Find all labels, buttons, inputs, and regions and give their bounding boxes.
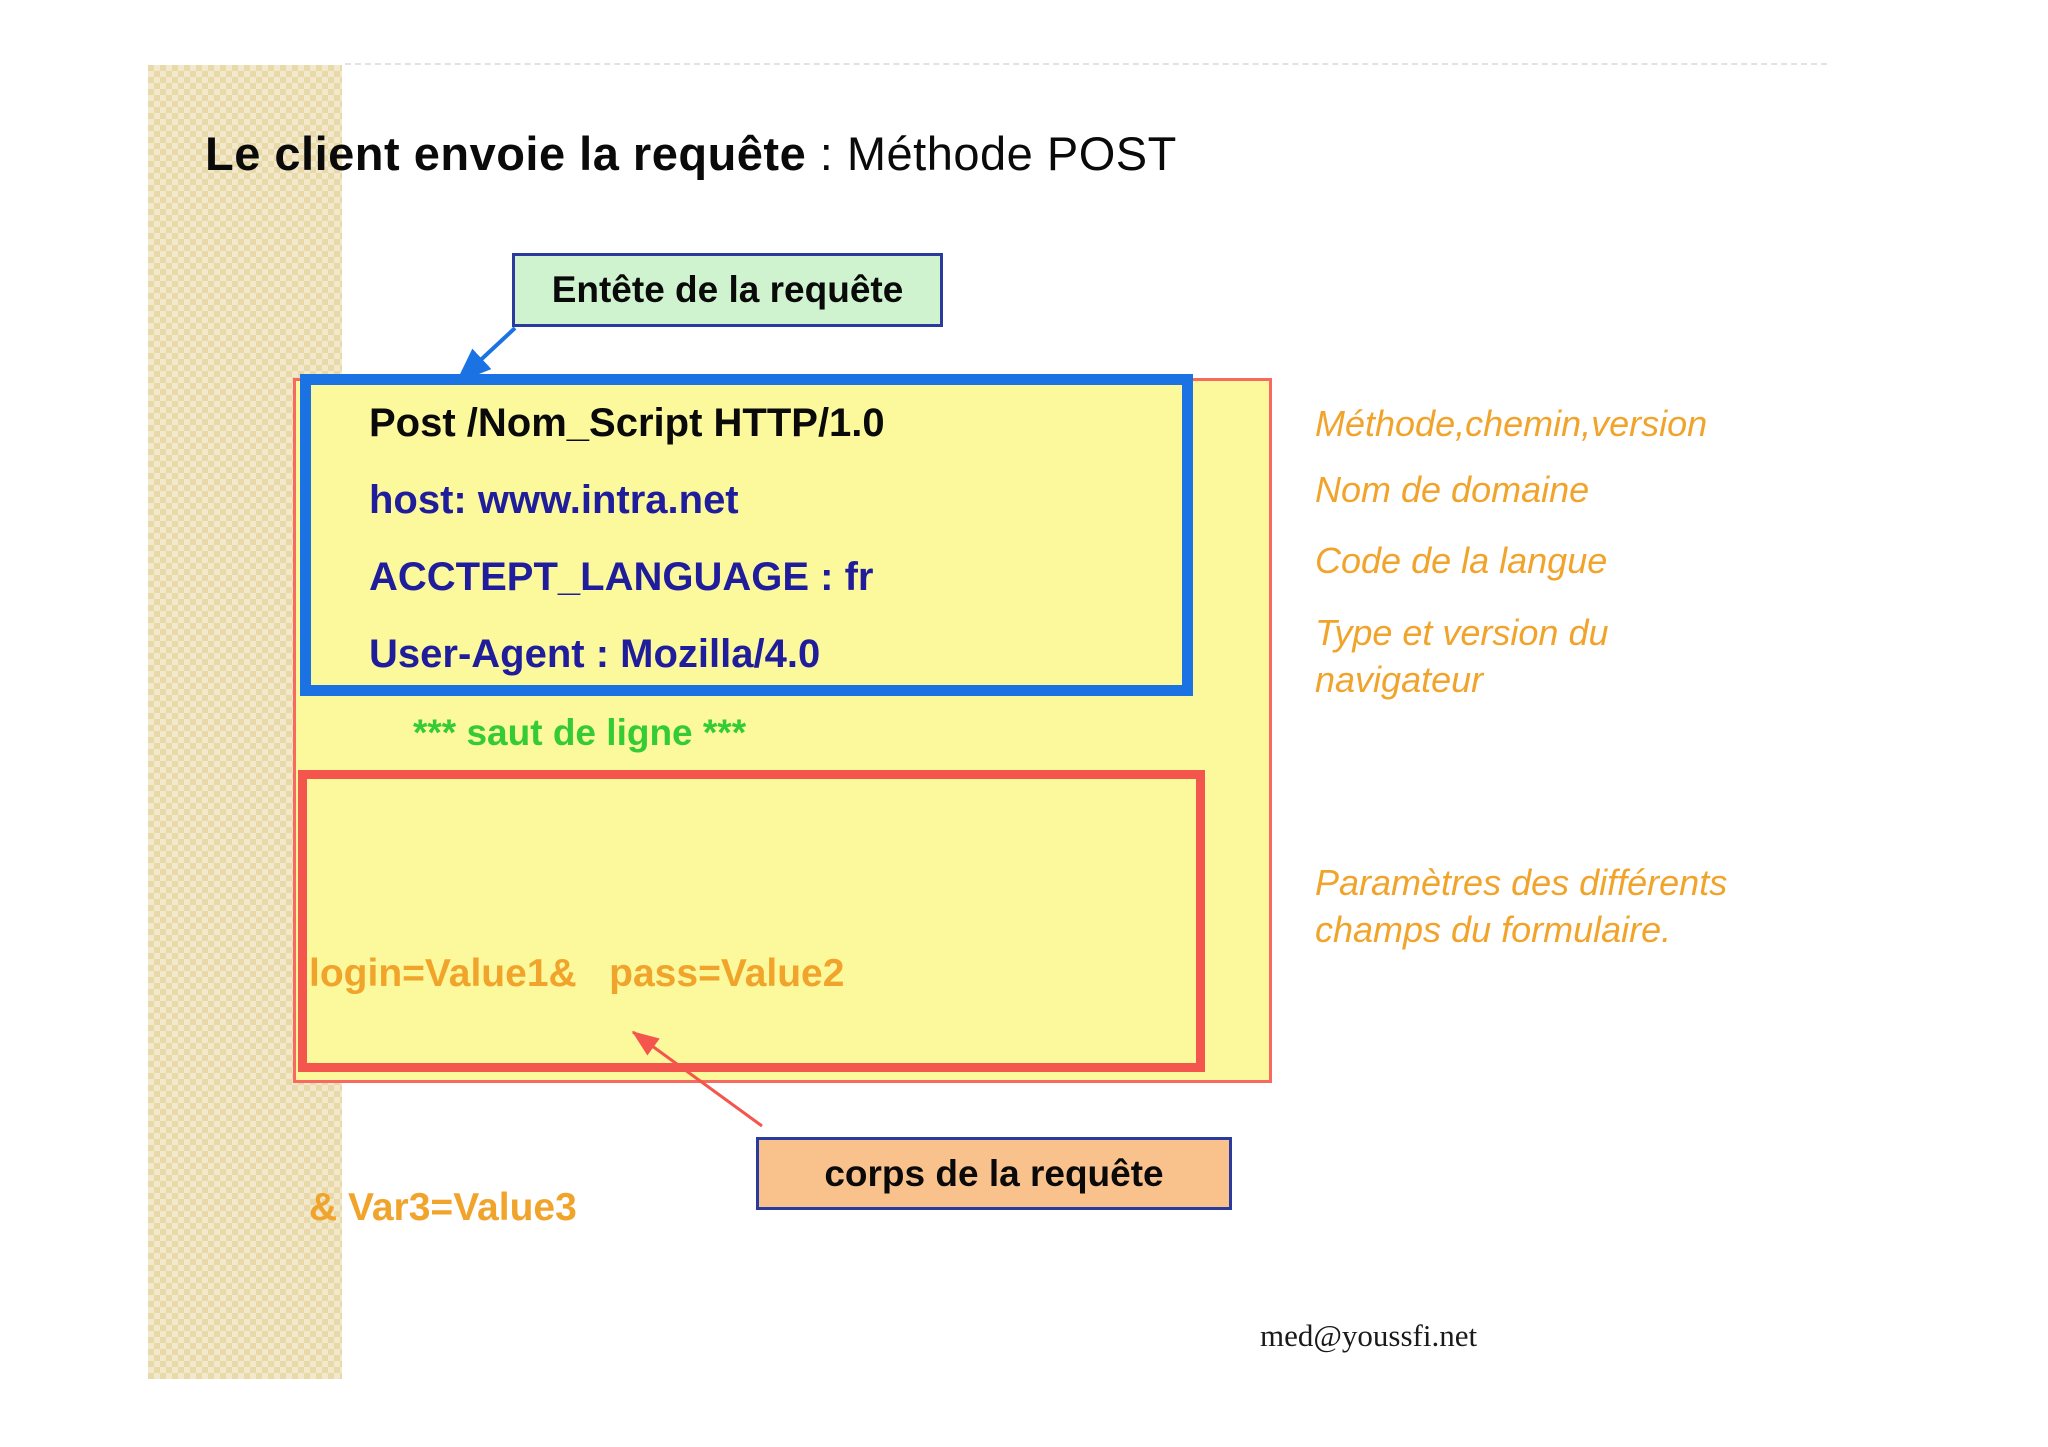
annotation-domain-name: Nom de domaine [1315,469,1590,510]
annotation-method-path-version: Méthode,chemin,version [1315,403,1708,444]
slide-title-suffix: : Méthode POST [806,127,1177,180]
body-params-line: login=Value1& pass=Value2 [309,952,845,995]
request-header-box: Post /Nom_Script HTTP/1.0 host: www.intr… [300,374,1193,696]
annotation-language-code: Code de la langue [1315,540,1608,581]
request-line: Post /Nom_Script HTTP/1.0 [369,401,885,445]
author-email: med@youssfi.net [1260,1318,1478,1353]
user-agent-line: User-Agent : Mozilla/4.0 [369,632,821,676]
top-dotted-divider [345,63,1827,65]
body-callout-box: corps de la requête [756,1137,1232,1210]
accept-language-line: ACCTEPT_LANGUAGE : fr [369,555,874,599]
slide-title: Le client envoie la requête : Méthode PO… [205,126,1177,181]
body-callout-label: corps de la requête [824,1152,1164,1194]
request-envelope-box [293,378,1272,1083]
request-body-lines: login=Value1& pass=Value2 & Var3=Value3 [307,779,1196,1403]
header-callout-label: Entête de la requête [551,269,904,310]
request-header-lines: Post /Nom_Script HTTP/1.0 host: www.intr… [311,385,1182,693]
body-params-line: & Var3=Value3 [309,1186,577,1229]
header-callout-box: Entête de la requête [512,253,943,327]
slide-title-main: Le client envoie la requête [205,127,807,180]
request-body-box: login=Value1& pass=Value2 & Var3=Value3 [298,770,1205,1229]
annotation-form-params: Paramètres des différents champs du form… [1315,862,1728,950]
annotation-browser-type: Type et version du navigateur [1315,612,1609,700]
line-break-note: *** saut de ligne *** [413,712,747,753]
host-header-line: host: www.intra.net [369,478,739,522]
